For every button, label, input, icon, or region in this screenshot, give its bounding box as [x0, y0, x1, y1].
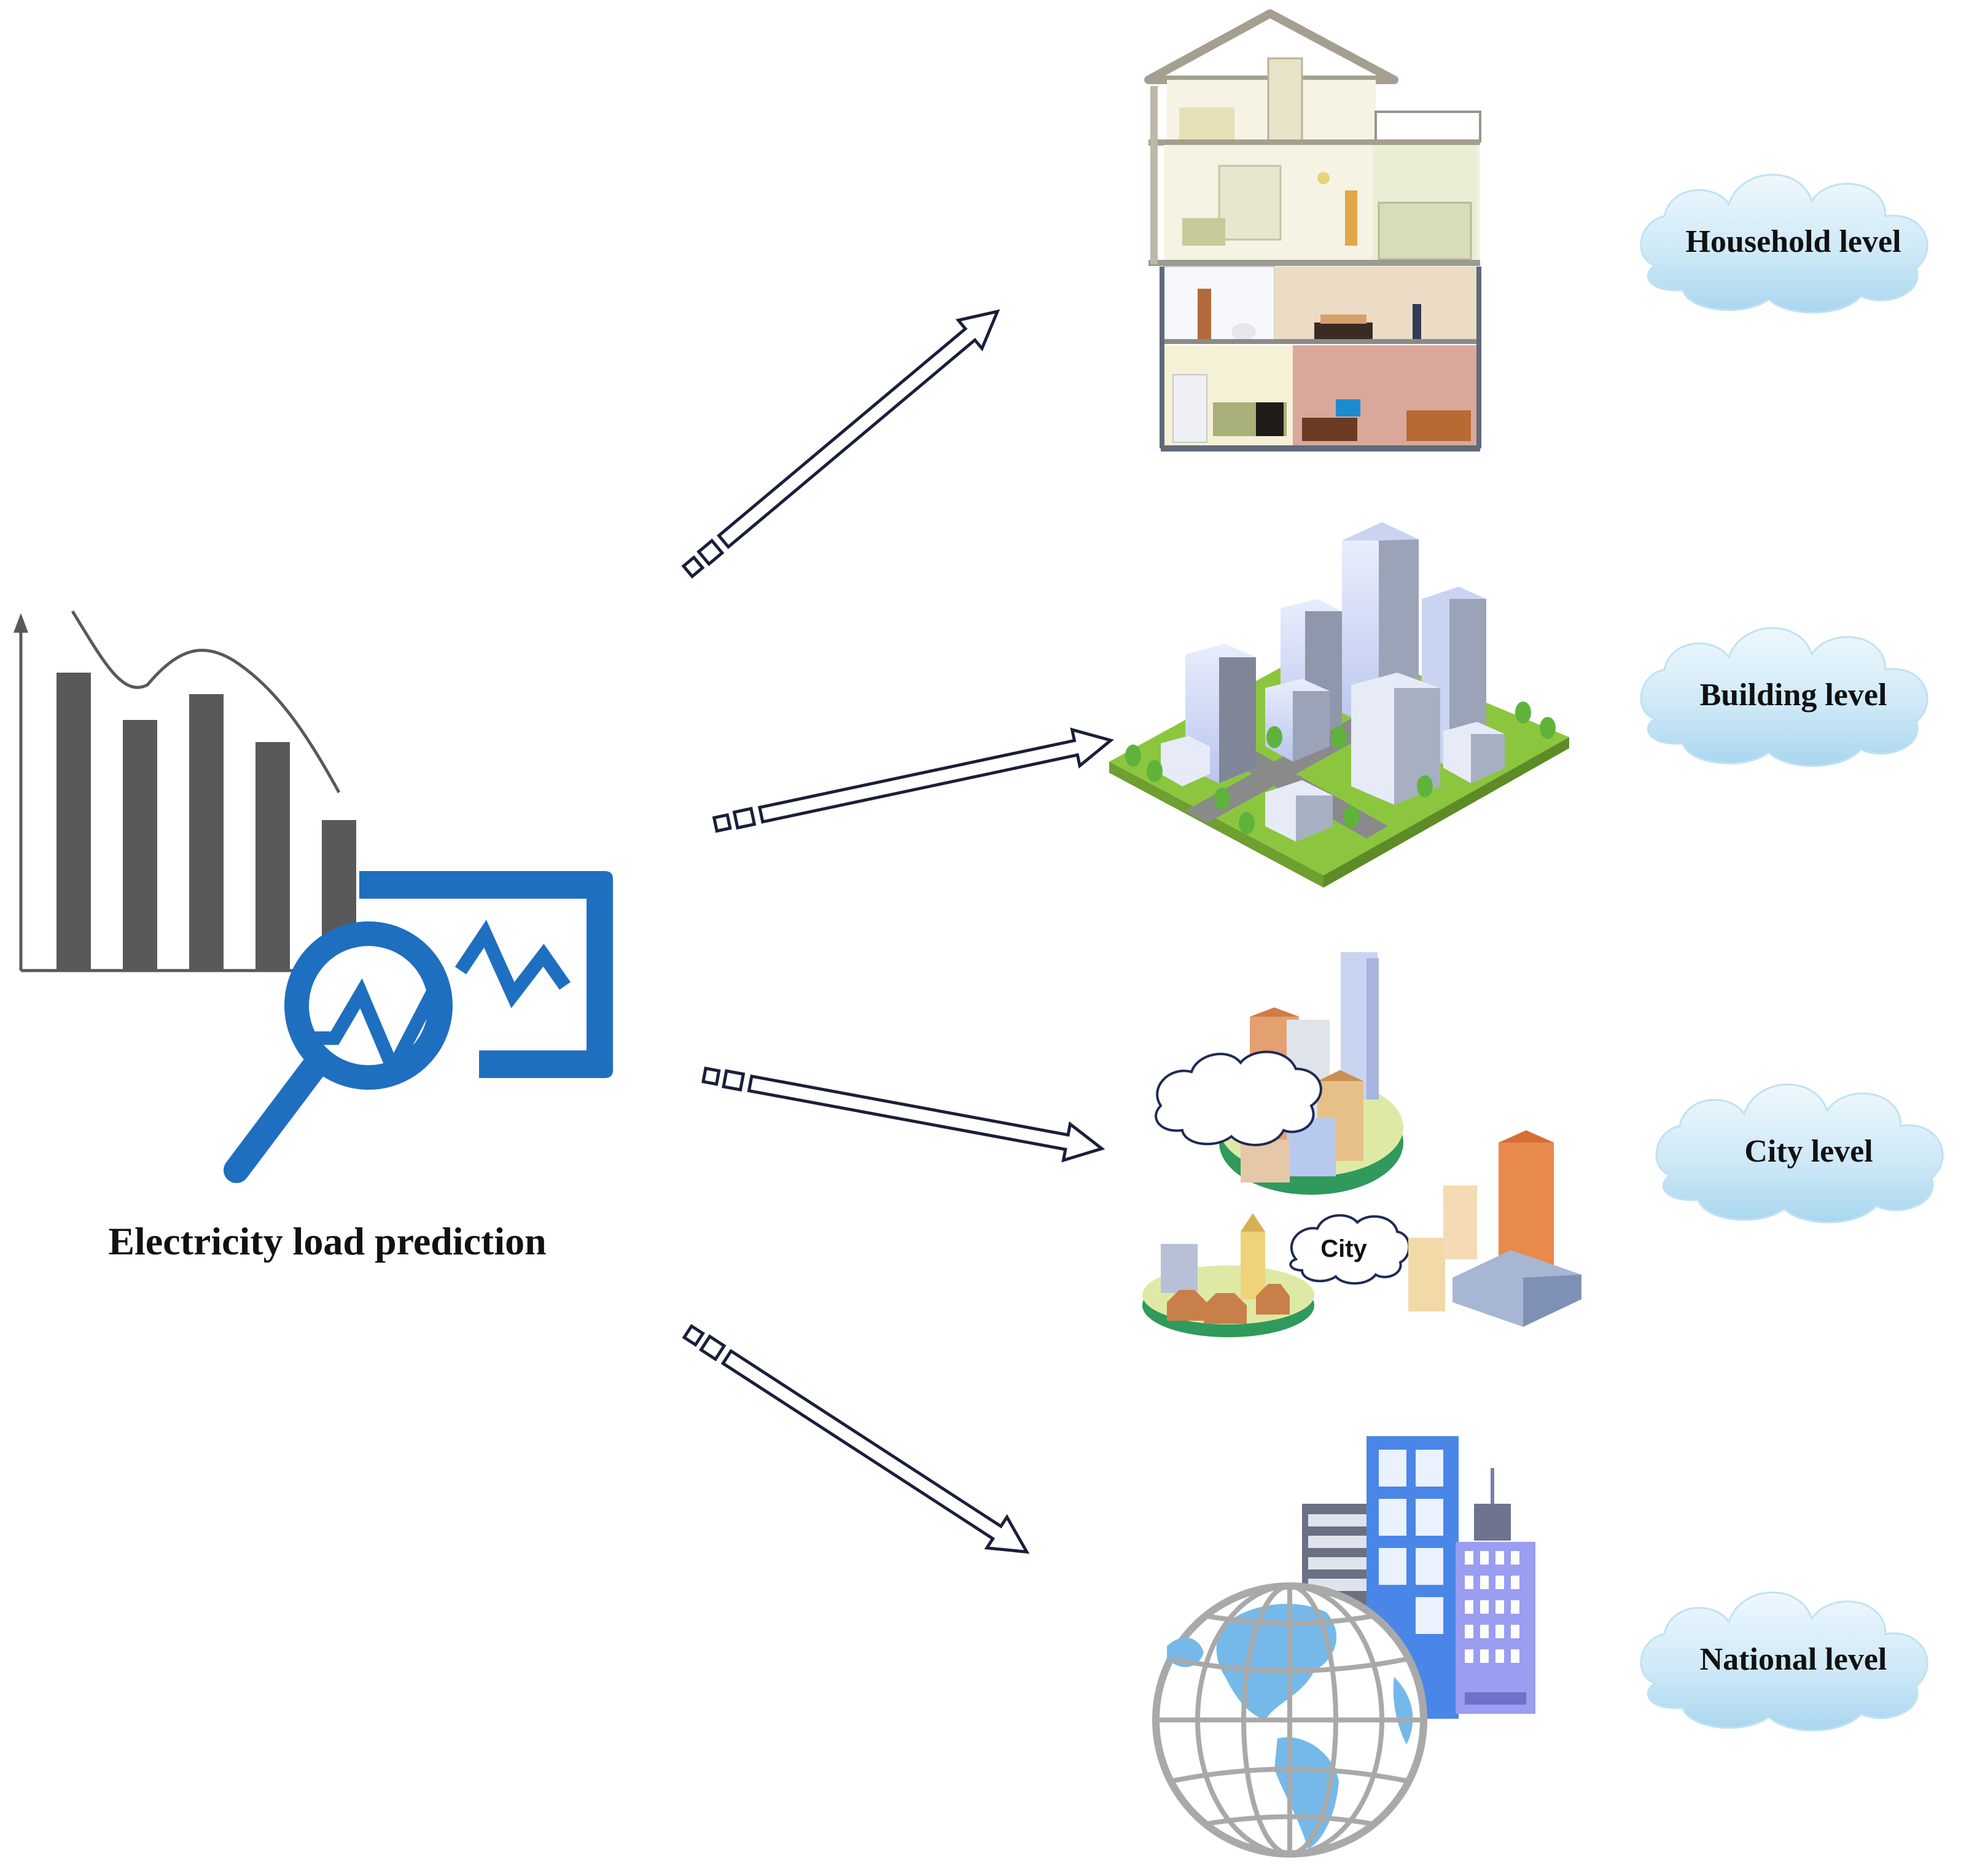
level-cloud-national: National level — [1640, 1591, 1928, 1732]
globe-skyscrapers-illustration — [1152, 1436, 1535, 1858]
main-label: Electricity load prediction — [108, 1219, 546, 1263]
level-cloud-household: Household level — [1640, 173, 1928, 314]
level-label-city: City level — [1744, 1134, 1873, 1169]
level-cloud-city: City level — [1655, 1083, 1944, 1224]
chart-bar — [255, 742, 290, 971]
arrow-to-building — [712, 722, 1115, 842]
level-cloud-building: Building level — [1640, 627, 1928, 767]
house-cutaway-illustration — [1144, 9, 1481, 451]
chart-bar — [57, 673, 91, 971]
cloud-icon — [1155, 1050, 1322, 1146]
arrow-to-city — [701, 1057, 1105, 1167]
trend-curve — [71, 610, 341, 794]
bar-chart-trend-icon — [14, 610, 405, 978]
city-cloud-icon — [1289, 1214, 1411, 1285]
arrow-to-national — [678, 1316, 1037, 1568]
level-label-household: Household level — [1685, 224, 1901, 259]
isometric-buildings-illustration — [1109, 522, 1569, 888]
city-cloud-label: City — [1320, 1235, 1367, 1262]
chart-bar — [123, 720, 157, 971]
arrow-to-household — [676, 297, 1010, 585]
city-islands-illustration: City — [1142, 952, 1581, 1337]
level-label-building: Building level — [1700, 678, 1887, 713]
chart-bar — [189, 694, 224, 971]
magnifier-analytics-icon — [224, 871, 613, 1183]
level-label-national: National level — [1700, 1642, 1887, 1677]
